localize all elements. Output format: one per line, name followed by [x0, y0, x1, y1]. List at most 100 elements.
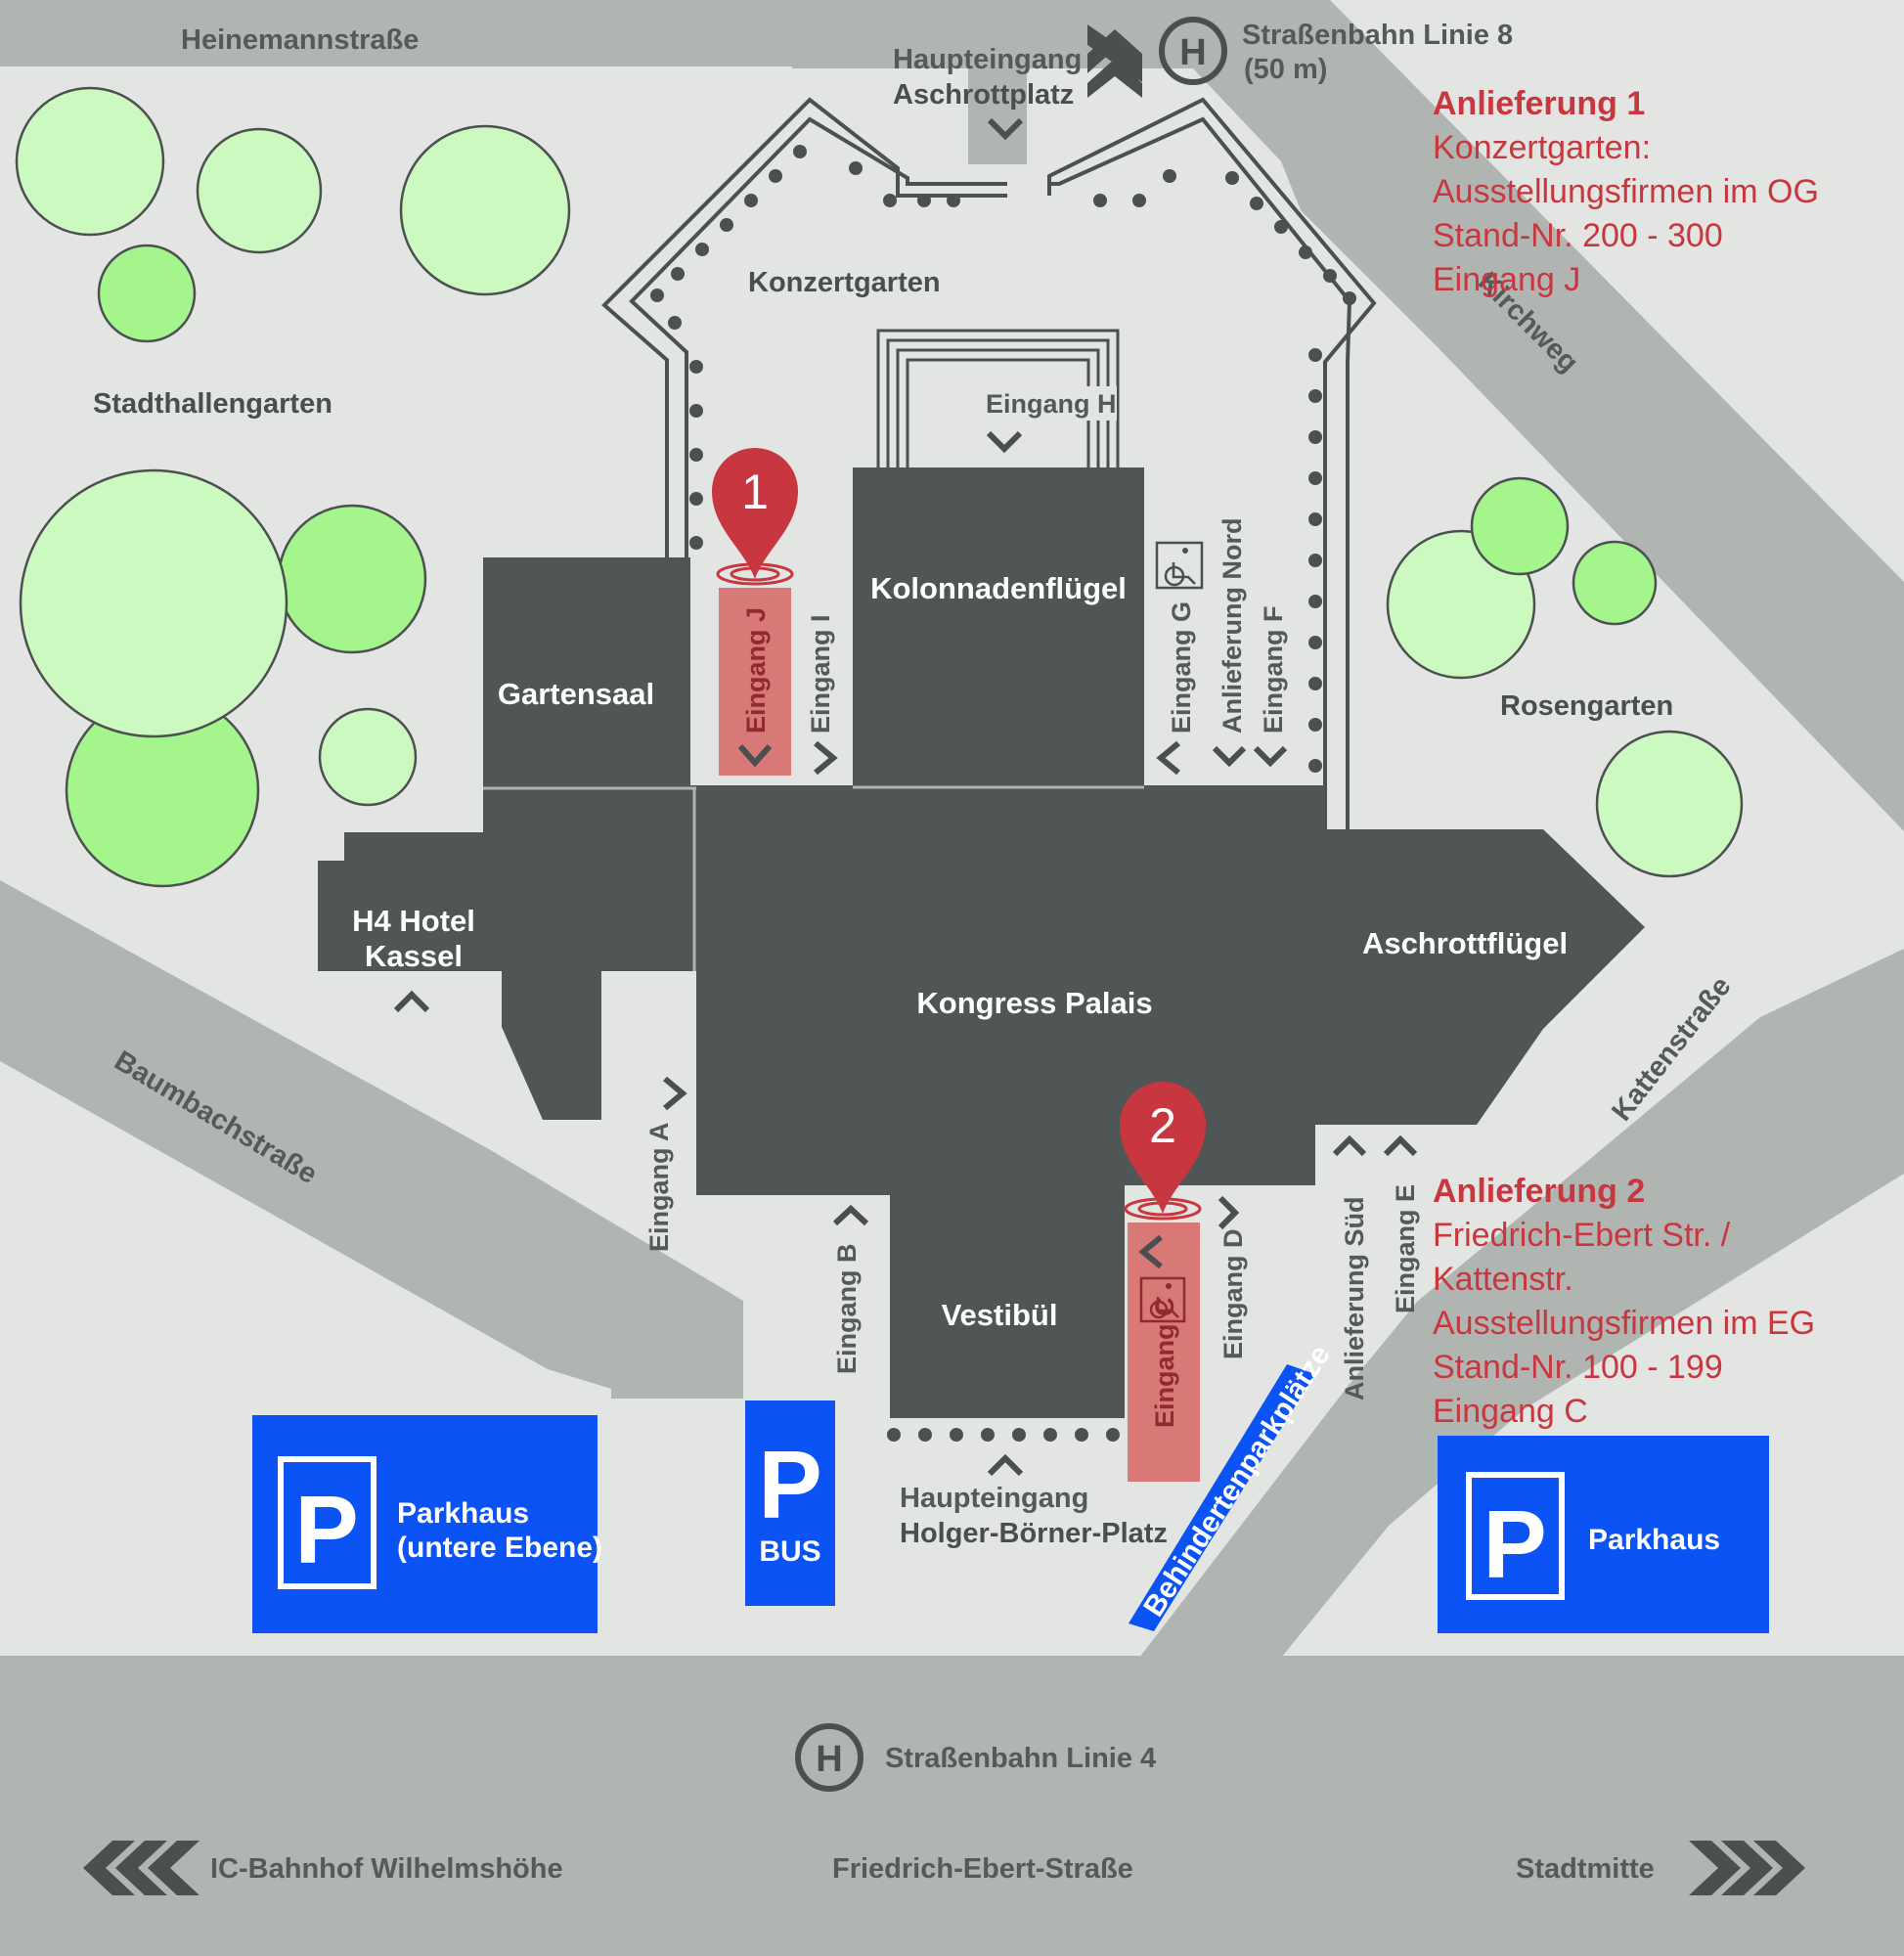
- parking-right: P Parkhaus: [1438, 1436, 1769, 1633]
- parking-icon: P: [758, 1431, 821, 1538]
- chevron-down-icon: [987, 117, 1024, 141]
- delivery2-line: Friedrich-Ebert Str. /: [1433, 1217, 1731, 1254]
- parking-bus-label: BUS: [759, 1535, 820, 1568]
- chevron-left-icon: [1156, 740, 1180, 776]
- chevron-up-icon: [832, 1204, 869, 1226]
- parking-icon: [1466, 1472, 1565, 1600]
- tree: [15, 86, 165, 237]
- parking-letter: P: [294, 1476, 358, 1583]
- eingang-f-label: Eingang F: [1259, 606, 1288, 734]
- delivery1-line: Konzertgarten:: [1433, 129, 1651, 166]
- road-friedrich-ebert: [0, 1656, 1904, 1956]
- chevron-down-icon: [1212, 745, 1247, 768]
- parking-right-label: Parkhaus: [1588, 1524, 1720, 1556]
- eingang-c-label: Eingang C: [1150, 1298, 1179, 1429]
- parking-left-line2: (untere Ebene): [397, 1532, 602, 1564]
- tram-stop-top: H Straßenbahn Linie 8 (50 m): [1159, 17, 1513, 85]
- eingang-b-label: Eingang B: [832, 1244, 862, 1375]
- delivery1-title: Anlieferung 1: [1433, 85, 1645, 122]
- tree: [196, 127, 323, 254]
- wheelchair-icon: [1139, 1276, 1186, 1323]
- delivery2-title: Anlieferung 2: [1433, 1173, 1645, 1210]
- aschrottfluegel-label: Aschrottflügel: [1362, 926, 1568, 960]
- chevron-right-icon: [1218, 1195, 1240, 1230]
- chevron-double-right-icon: [1689, 1841, 1805, 1895]
- wall-right-outer: [1047, 97, 1377, 829]
- tram-stop-bottom: H Straßenbahn Linie 4: [795, 1723, 1156, 1792]
- hotel-label-line1: H4 Hotel: [352, 904, 475, 938]
- parking-left: P Parkhaus (untere Ebene): [252, 1415, 602, 1633]
- tram-bottom-label: Straßenbahn Linie 4: [885, 1743, 1156, 1774]
- street-heinemann-label: Heinemannstraße: [181, 24, 419, 56]
- eingang-i-label: Eingang I: [806, 615, 835, 734]
- konzertgarten-walls: [601, 97, 1377, 829]
- anlieferung-sued-label: Anlieferung Süd: [1340, 1197, 1369, 1401]
- kolonnadenfluegel-building: [853, 467, 1144, 785]
- tram-top-label: Straßenbahn Linie 8: [1242, 20, 1513, 51]
- chevron-up-icon: [987, 1453, 1024, 1477]
- delivery2-line: Eingang C: [1433, 1393, 1588, 1430]
- gartensaal-building: [483, 557, 690, 785]
- chevron-up-icon: [1383, 1134, 1418, 1157]
- road-katten: [1139, 949, 1904, 1658]
- chevron-left-icon: [1138, 1234, 1163, 1269]
- eingang-e-label: Eingang E: [1391, 1184, 1420, 1313]
- main-entrance-top-place: Aschrottplatz: [893, 79, 1074, 111]
- delivery1-line: Eingang J: [1433, 261, 1580, 298]
- chevron-down-icon: [737, 744, 773, 768]
- tree: [1595, 730, 1744, 878]
- rosengarten-label: Rosengarten: [1500, 690, 1673, 722]
- chevron-up-icon: [1332, 1134, 1367, 1157]
- main-entrance-bottom-title: Haupteingang: [900, 1483, 1088, 1514]
- eingang-a-label: Eingang A: [644, 1123, 674, 1253]
- direction-right: Stadtmitte: [1516, 1841, 1805, 1895]
- delivery2-line: Ausstellungsfirmen im EG: [1433, 1305, 1815, 1342]
- chevron-right-icon: [814, 740, 838, 776]
- location-pin-icon: 2: [1120, 1082, 1206, 1221]
- eingang-c-highlight: [1128, 1222, 1200, 1482]
- marker-two-label: 2: [1149, 1098, 1176, 1153]
- delivery-info-2: Anlieferung 2 Friedrich-Ebert Str. / Kat…: [1433, 1173, 1815, 1430]
- parking-icon: [278, 1456, 376, 1589]
- eingang-d-label: Eingang D: [1218, 1229, 1248, 1360]
- stadthallengarten-label: Stadthallengarten: [93, 388, 332, 420]
- location-pin-icon: 1: [712, 448, 798, 586]
- tree: [19, 468, 288, 738]
- tram-stop-symbol: H: [1179, 32, 1206, 73]
- direction-left: IC-Bahnhof Wilhelmshöhe: [83, 1841, 563, 1895]
- street-friedrich-ebert-label: Friedrich-Ebert-Straße: [832, 1853, 1133, 1885]
- road-top-aschrottplatz: [968, 67, 1027, 164]
- tram-stop-icon: [1159, 17, 1227, 85]
- chevron-down-icon: [1253, 745, 1288, 768]
- road-baumbach: [0, 880, 743, 1399]
- eingang-j-label: Eingang J: [741, 607, 771, 734]
- gartensaal-label: Gartensaal: [498, 677, 654, 711]
- eingang-j-highlight: [719, 588, 791, 776]
- tram-stop-icon: [795, 1723, 863, 1792]
- vestibuel-label: Vestibül: [942, 1298, 1058, 1332]
- direction-right-label: Stadtmitte: [1516, 1853, 1655, 1885]
- tram-stop-symbol: H: [816, 1739, 842, 1780]
- main-entrance-bottom-place: Holger-Börner-Platz: [900, 1518, 1168, 1549]
- trees: [15, 86, 1744, 888]
- road-top: [0, 0, 1904, 831]
- delivery2-line: Stand-Nr. 100 - 199: [1433, 1349, 1723, 1386]
- tree: [277, 504, 427, 654]
- wall-right-inner: [1049, 116, 1352, 829]
- hotel-building: [318, 785, 696, 1120]
- tram-top-distance: (50 m): [1244, 54, 1327, 85]
- vestibuel-bushes: [887, 1428, 1120, 1442]
- chevron-right-icon: [663, 1076, 687, 1111]
- kolonnadenfluegel-label: Kolonnadenflügel: [870, 571, 1127, 605]
- parking-bus: P BUS: [745, 1400, 835, 1606]
- wheelchair-icon: [1155, 541, 1204, 590]
- parking-left-line1: Parkhaus: [397, 1497, 529, 1530]
- konzertgarten-label: Konzertgarten: [748, 267, 941, 298]
- tree: [1470, 476, 1570, 576]
- hotel-label-line2: Kassel: [365, 939, 463, 973]
- parking-letter: P: [1483, 1490, 1546, 1598]
- tree: [1572, 540, 1658, 626]
- chevron-double-left-icon: [83, 1841, 199, 1895]
